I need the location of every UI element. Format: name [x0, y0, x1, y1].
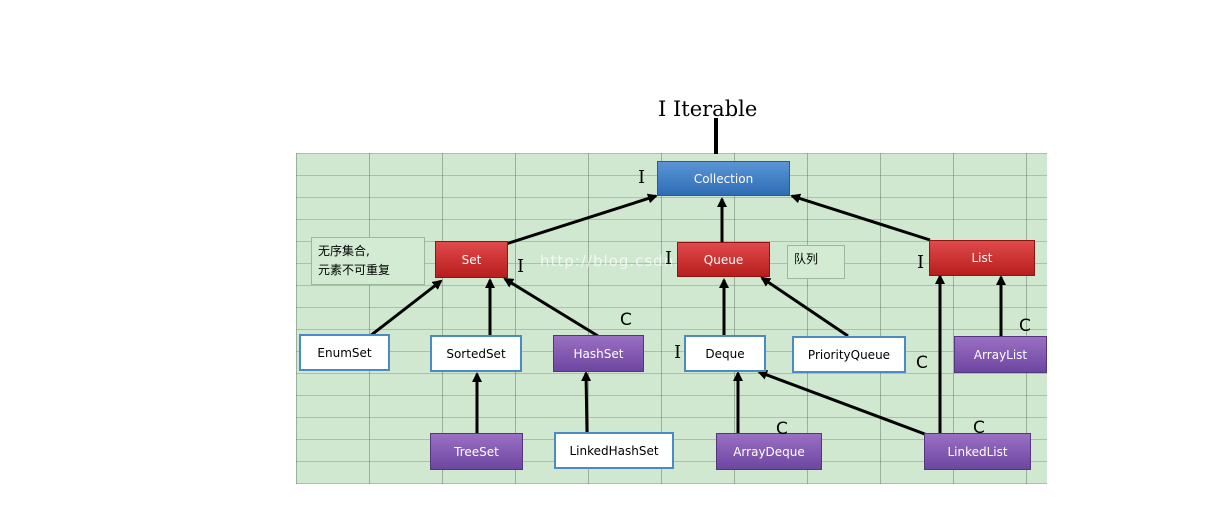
class-marker-priorityqueue: C — [916, 353, 928, 373]
collection-node: Collection — [657, 161, 790, 196]
interface-marker-set: I — [517, 256, 525, 277]
class-marker-arraydeque: C — [776, 419, 788, 439]
arrow-linkedhashset-hashset — [581, 371, 592, 433]
deque-node: Deque — [684, 335, 766, 372]
list-node: List — [929, 240, 1035, 276]
watermark-text: http://blog.csdn.net/ — [540, 252, 714, 270]
class-marker-arraylist: C — [1019, 316, 1031, 336]
iterable-label: I Iterable — [658, 97, 758, 121]
arrow-list-collection — [790, 193, 931, 242]
set-node: Set — [435, 241, 508, 278]
set-description-note: 无序集合, 元素不可重复 — [311, 237, 425, 285]
queue-node: Queue — [677, 242, 770, 277]
interface-marker-collection: I — [638, 167, 646, 188]
arrow-enumset-set — [369, 279, 443, 338]
linkedlist-node: LinkedList — [924, 433, 1031, 470]
grid-background — [296, 153, 1047, 484]
interface-marker-queue: I — [665, 248, 673, 269]
interface-marker-deque: I — [674, 342, 682, 363]
queue-description-note: 队列 — [787, 245, 845, 279]
class-marker-hashset: C — [620, 310, 632, 330]
sortedset-node: SortedSet — [430, 335, 522, 372]
priorityqueue-node: PriorityQueue — [792, 336, 906, 373]
arrow-priorityqueue-queue — [760, 276, 849, 338]
arrow-hashset-set — [503, 277, 599, 338]
arraylist-node: ArrayList — [954, 336, 1047, 373]
enumset-node: EnumSet — [299, 334, 390, 371]
linkedhashset-node: LinkedHashSet — [554, 432, 674, 469]
treeset-node: TreeSet — [430, 433, 523, 470]
hashset-node: HashSet — [553, 335, 644, 372]
class-marker-linkedlist: C — [973, 418, 985, 438]
arrow-linkedlist-deque — [757, 370, 931, 438]
interface-marker-list: I — [917, 252, 925, 273]
arraydeque-node: ArrayDeque — [716, 433, 822, 470]
arrow-set-collection — [505, 193, 658, 246]
